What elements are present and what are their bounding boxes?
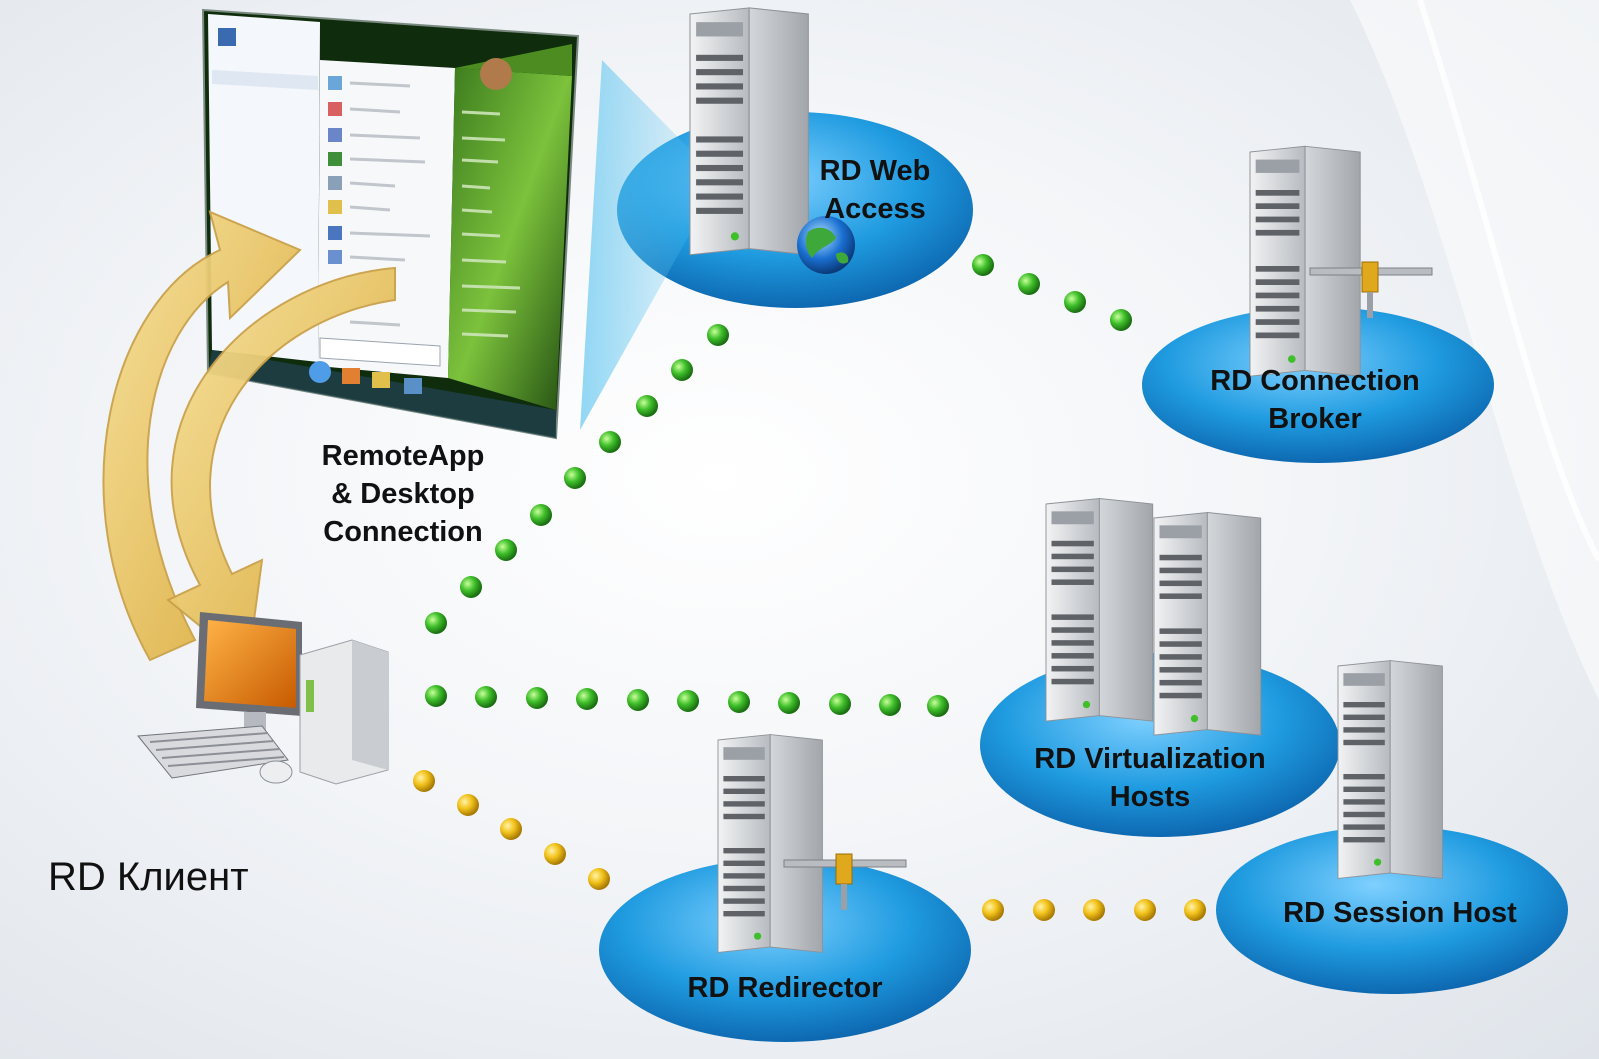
network-connector-icon [1309,261,1433,318]
label-line: Connection [323,516,483,548]
rd-client-label: RD Клиент [48,855,249,899]
green-link-web-to-broker [972,254,1132,331]
rd-redirector-disc [599,858,971,1042]
rd-web-access-label: RD Web Access [775,152,975,228]
rd-session-host-label: RD Session Host [1255,894,1545,932]
label-line: RD Redirector [687,972,883,1004]
green-link-client-to-virtualization [425,685,949,717]
curved-arrow-down [166,266,396,667]
projection-beam [580,60,720,430]
label-line: RD Web [819,155,931,187]
network-connector-icon [783,853,907,910]
rd-session-host-server-icon [1337,660,1443,879]
globe-icon [797,216,855,274]
label-line: RD Connection [1210,365,1420,397]
rd-virtualization-host-server-icon-1 [1045,498,1154,722]
label-line: RemoteApp [321,440,485,472]
rd-connection-broker-server-icon [1249,145,1361,377]
label-line: RD Session Host [1283,897,1517,929]
label-line: Hosts [1109,781,1191,813]
curved-arrow-up [102,210,302,662]
green-link-web-to-client [425,324,729,634]
rd-connection-broker-disc [1142,307,1494,463]
label-line: & Desktop [331,478,475,510]
label-line: Access [824,193,926,225]
rd-virtualization-hosts-label: RD Virtualization Hosts [1010,740,1290,816]
label-line: Broker [1268,403,1362,435]
client-pc-icon [137,612,389,785]
start-menu-screenshot [201,8,580,440]
rd-connection-broker-label: RD Connection Broker [1175,362,1455,438]
label-line: RD Virtualization [1034,743,1266,775]
rd-session-host-disc [1216,826,1568,994]
yellow-link-client-to-redirector [413,770,610,890]
remoteapp-connection-label: RemoteApp & Desktop Connection [293,437,513,551]
rd-redirector-server-icon [717,734,823,953]
rd-redirector-label: RD Redirector [660,969,910,1007]
rd-virtualization-host-server-icon-2 [1153,512,1262,736]
yellow-link-redirector-to-session-host [982,899,1206,921]
